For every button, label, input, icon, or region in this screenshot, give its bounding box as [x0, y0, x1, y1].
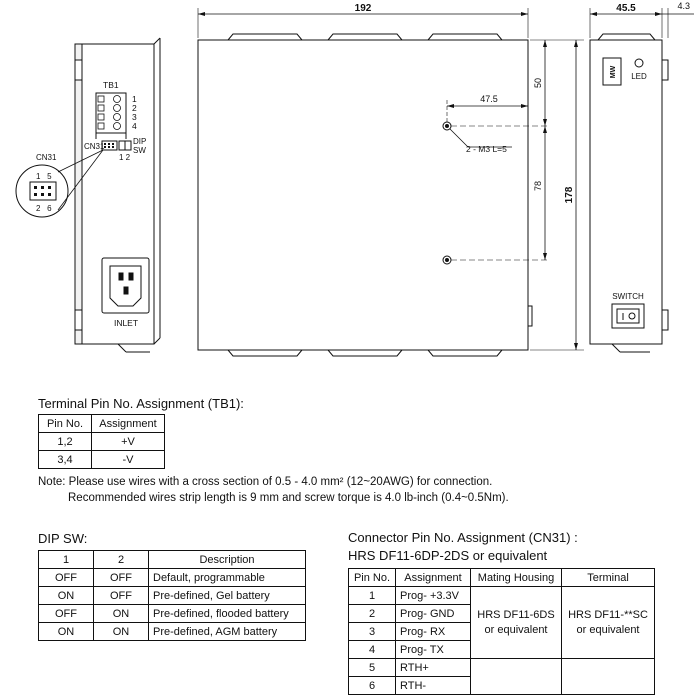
table-cell: OFF [38, 568, 94, 587]
table-cell: 6 [348, 676, 396, 695]
table-cell: 5 [348, 658, 396, 677]
table-row: OFF ON Pre-defined, flooded battery [38, 604, 306, 623]
table-row: ON OFF Pre-defined, Gel battery [38, 586, 306, 605]
tb1-terminal-block [95, 92, 127, 134]
table-cell [470, 658, 562, 677]
dipsw-table: 1 2 Description OFF OFF Default, program… [38, 550, 306, 641]
table-cell: RTH+ [395, 658, 471, 677]
table-cell: 3,4 [38, 450, 92, 469]
table-cell: ON [93, 622, 149, 641]
inlet-label: INLET [114, 318, 138, 328]
table-header: Mating Housing [470, 568, 562, 587]
cn31-subtitle: HRS DF11-6DP-2DS or equivalent [348, 548, 548, 563]
table-cell [470, 676, 562, 695]
table-cell: OFF [93, 586, 149, 605]
dip-numbers: 1 2 [119, 153, 131, 162]
table-row: OFF OFF Default, programmable [38, 568, 306, 587]
table-row: 3,4 -V [38, 450, 165, 469]
tb1-pin-3: 3 [132, 112, 137, 122]
table-cell: RTH- [395, 676, 471, 695]
dip-label-1: DIP [133, 137, 146, 146]
top-view-body [197, 39, 529, 351]
meanwell-logo [602, 57, 622, 86]
table-header: Assignment [91, 414, 165, 433]
table-row: 3 Prog- RX [348, 622, 655, 641]
table-header-row: Pin No. Assignment Mating Housing Termin… [348, 568, 655, 587]
dim-top-label: 50 [533, 78, 543, 88]
led-label: LED [631, 72, 647, 81]
table-header: Terminal [561, 568, 655, 587]
note-line-1: Note: Please use wires with a cross sect… [38, 476, 493, 488]
table-cell: Prog- TX [395, 640, 471, 659]
table-cell: 3 [348, 622, 396, 641]
power-switch [611, 303, 645, 329]
switch-label: SWITCH [612, 292, 644, 301]
table-cell: 4 [348, 640, 396, 659]
mating-housing-cell: HRS DF11-6DS or equivalent [470, 586, 562, 659]
dim-spacing-label: 78 [533, 181, 543, 191]
table-cell: 2 [348, 604, 396, 623]
table-header: Description [148, 550, 306, 569]
table-cell: -V [91, 450, 165, 469]
table-header: Pin No. [38, 414, 92, 433]
tb1-label: TB1 [103, 80, 119, 90]
tb1-title: Terminal Pin No. Assignment (TB1): [38, 396, 244, 411]
table-cell: Pre-defined, AGM battery [148, 622, 306, 641]
table-header: Pin No. [348, 568, 396, 587]
table-cell: ON [38, 586, 94, 605]
table-row: 1,2 +V [38, 432, 165, 451]
ac-inlet [101, 257, 150, 314]
table-cell: Prog- RX [395, 622, 471, 641]
table-cell: Default, programmable [148, 568, 306, 587]
table-cell: Pre-defined, Gel battery [148, 586, 306, 605]
cn31-detail-circle [15, 164, 69, 218]
table-header: 1 [38, 550, 94, 569]
table-row: ON ON Pre-defined, AGM battery [38, 622, 306, 641]
table-cell: Pre-defined, flooded battery [148, 604, 306, 623]
table-row: 4 Prog- TX [348, 640, 655, 659]
dim-depth-label: 45.5 [616, 3, 636, 14]
cn31-label: CN31 [84, 142, 105, 151]
logo-text: MW [610, 65, 617, 78]
tb1-table: Pin No. Assignment 1,2 +V 3,4 -V [38, 414, 165, 469]
dim-offset-label: 47.5 [480, 94, 498, 104]
table-header-row: Pin No. Assignment [38, 414, 165, 433]
table-cell: ON [38, 622, 94, 641]
dipsw-title: DIP SW: [38, 531, 88, 546]
table-row: 6 RTH- [348, 676, 655, 695]
table-header: 2 [93, 550, 149, 569]
table-row: 5 RTH+ [348, 658, 655, 677]
cn31-pins-bottom: 2 6 [36, 204, 52, 213]
tb1-pin-4: 4 [132, 121, 137, 131]
table-cell: 1,2 [38, 432, 92, 451]
table-cell: OFF [38, 604, 94, 623]
cn31-connector [101, 140, 118, 151]
cn31-table: Pin No. Assignment Mating Housing Termin… [348, 568, 655, 695]
tb1-pin-1: 1 [132, 94, 137, 104]
tb1-pin-2: 2 [132, 103, 137, 113]
dim-width-label: 192 [355, 3, 372, 14]
table-cell: ON [93, 604, 149, 623]
table-cell: Prog- +3.3V [395, 586, 471, 605]
table-header-row: 1 2 Description [38, 550, 306, 569]
mechanical-drawing: 192 45.5 4.3 47.5 50 78 178 2 - M3 L=5 T… [15, 1, 694, 357]
cn31-pins-top: 1 5 [36, 172, 52, 181]
dip-label-2: SW [133, 146, 146, 155]
table-cell: +V [91, 432, 165, 451]
table-row: 1 Prog- +3.3V HRS DF11-6DS or equivalent… [348, 586, 655, 659]
note-line-2: Recommended wires strip length is 9 mm a… [68, 492, 509, 504]
table-cell [561, 676, 655, 695]
cn31-detail-label: CN31 [36, 153, 57, 162]
led-indicator [634, 58, 644, 68]
table-cell: 1 [348, 586, 396, 605]
screw-label: 2 - M3 L=5 [466, 144, 507, 154]
table-cell: OFF [93, 568, 149, 587]
dim-height-label: 178 [564, 186, 575, 203]
table-cell [561, 658, 655, 677]
table-cell: Prog- GND [395, 604, 471, 623]
cn31-title: Connector Pin No. Assignment (CN31) : [348, 530, 578, 545]
dim-depth-small-label: 4.3 [677, 1, 690, 11]
terminal-cell: HRS DF11-**SC or equivalent [561, 586, 655, 659]
table-header: Assignment [395, 568, 471, 587]
